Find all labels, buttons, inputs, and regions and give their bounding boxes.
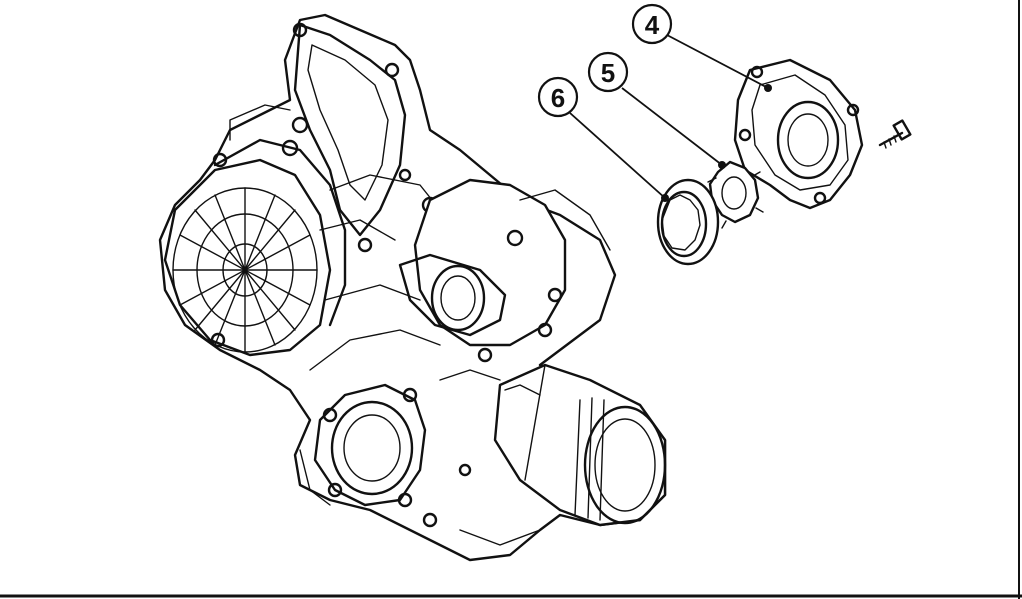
fan-grille [172, 187, 318, 353]
oil-pump-outer-rotor [656, 178, 720, 266]
callout-4-label: 4 [645, 10, 660, 40]
callout-6-label: 6 [551, 83, 565, 113]
oil-pump-cover [733, 58, 864, 210]
timing-cover-assembly [158, 13, 667, 562]
callout-5: 5 [587, 51, 726, 169]
callout-5-label: 5 [601, 58, 615, 88]
oil-filter [493, 363, 667, 527]
cover-screw [878, 119, 912, 149]
callout-4: 4 [631, 3, 772, 92]
callout-6: 6 [537, 76, 669, 202]
